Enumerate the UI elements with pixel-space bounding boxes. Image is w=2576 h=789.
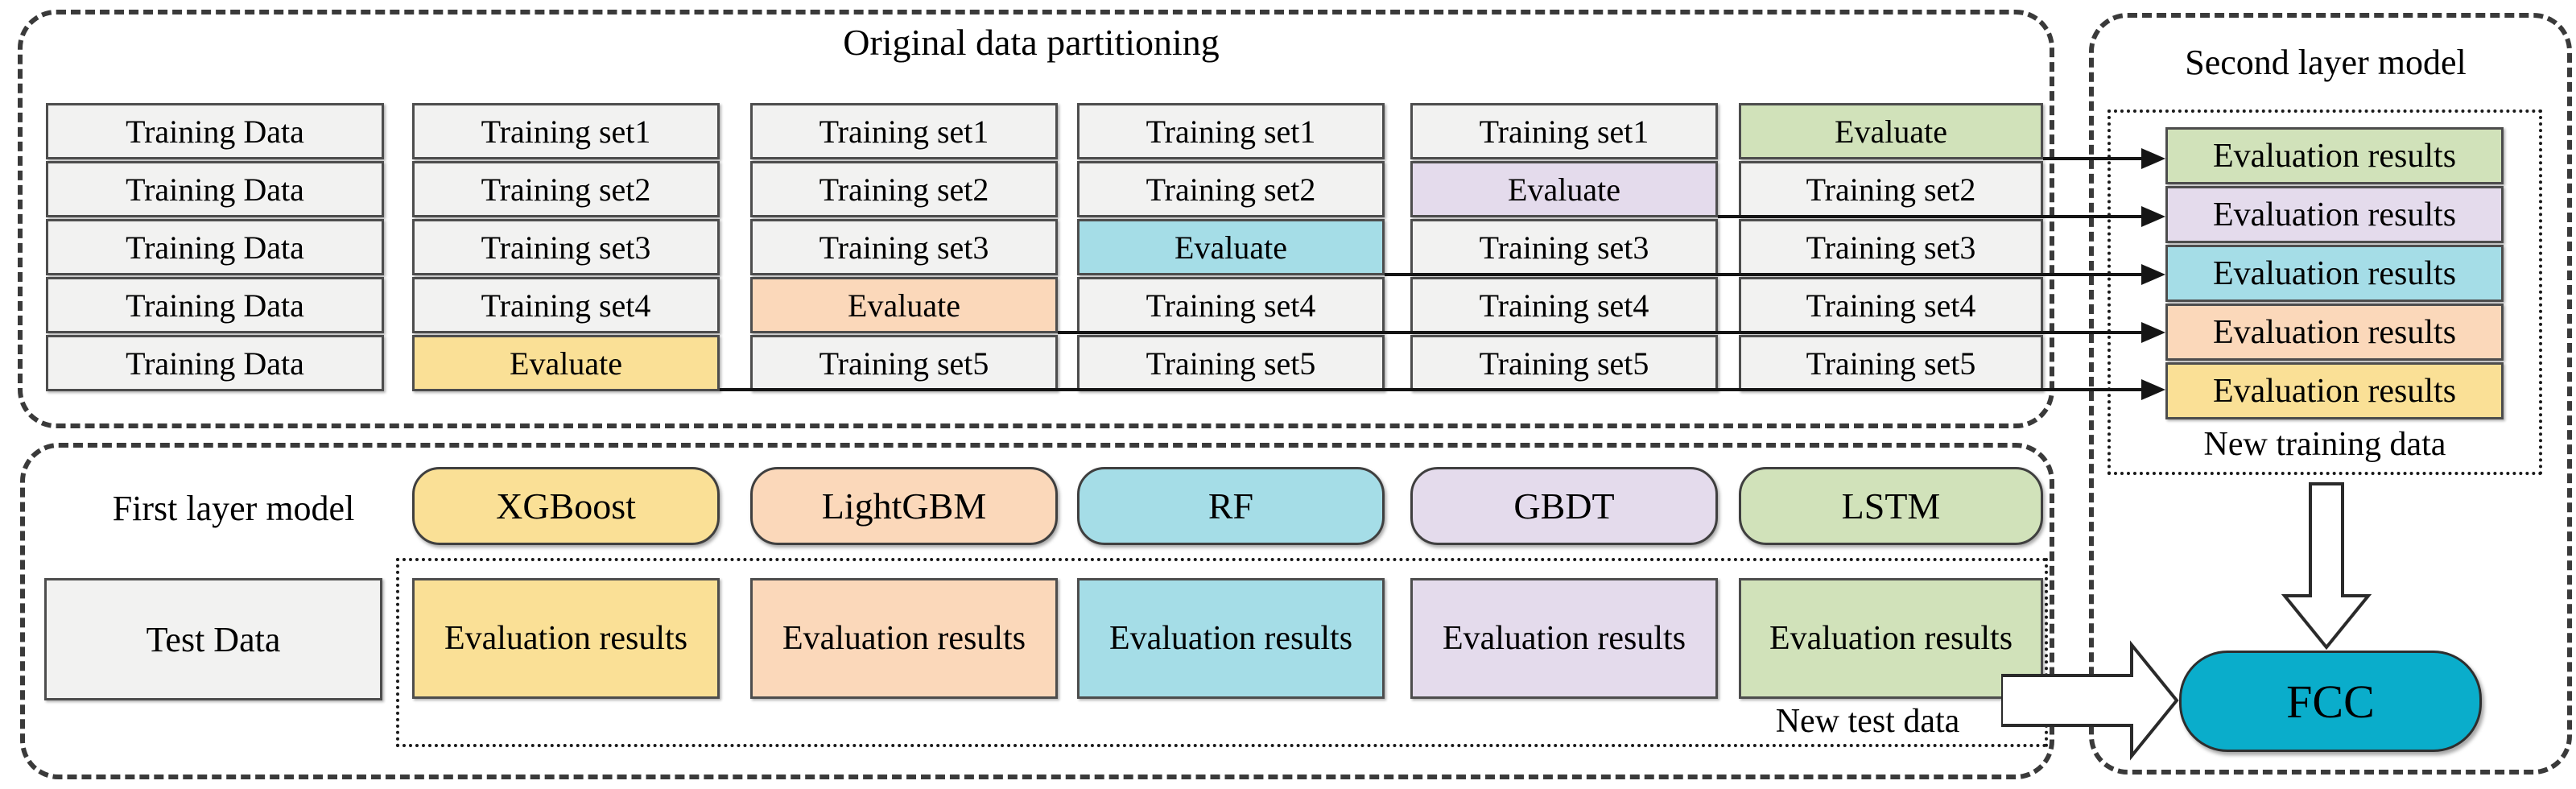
training-cell: Training set5 [1077, 335, 1385, 391]
evaluation-result-row: Evaluation results [2165, 186, 2504, 243]
evaluation-result-box: Evaluation results [1410, 578, 1718, 699]
flow-arrow-line [1385, 273, 2143, 276]
flow-arrowhead-icon [2141, 148, 2165, 169]
evaluate-cell: Evaluate [1739, 103, 2043, 159]
second-layer-model-panel [2089, 13, 2572, 775]
evaluation-result-box: Evaluation results [1077, 578, 1385, 699]
evaluate-cell: Evaluate [1077, 219, 1385, 275]
evaluation-result-row: Evaluation results [2165, 362, 2504, 419]
model-pill-xgboost: XGBoost [412, 467, 720, 545]
evaluation-result-box: Evaluation results [750, 578, 1058, 699]
evaluation-result-row: Evaluation results [2165, 127, 2504, 184]
first-layer-model-label: First layer model [112, 489, 355, 528]
training-cell: Training Data [46, 219, 384, 275]
training-cell: Training set2 [412, 161, 720, 217]
training-cell: Training set5 [1410, 335, 1718, 391]
training-cell: Training Data [46, 335, 384, 391]
evaluate-cell: Evaluate [1410, 161, 1718, 217]
training-cell: Training set1 [412, 103, 720, 159]
first-layer-model-panel [20, 443, 2054, 779]
original-data-partitioning-panel [18, 10, 2054, 428]
training-cell: Training set3 [750, 219, 1058, 275]
model-pill-lstm: LSTM [1739, 467, 2043, 545]
training-cell: Training Data [46, 277, 384, 333]
training-cell: Training set1 [1077, 103, 1385, 159]
training-cell: Training set1 [1410, 103, 1718, 159]
flow-arrow-line [2043, 157, 2143, 160]
model-pill-gbdt: GBDT [1410, 467, 1718, 545]
training-cell: Training set4 [1077, 277, 1385, 333]
training-cell: Training set5 [750, 335, 1058, 391]
new-test-data-box [396, 558, 2048, 747]
flow-arrowhead-icon [2141, 322, 2165, 343]
new-training-data-label: New training data [2203, 426, 2446, 463]
evaluate-cell: Evaluate [750, 277, 1058, 333]
second-layer-model-title: Second layer model [2185, 43, 2467, 82]
flow-arrow-line [1058, 331, 2143, 334]
training-cell: Training set4 [1410, 277, 1718, 333]
flow-arrow-line [1718, 215, 2143, 218]
evaluate-cell: Evaluate [412, 335, 720, 391]
evaluation-result-row: Evaluation results [2165, 304, 2504, 361]
big-right-arrow-icon [2001, 640, 2179, 761]
flow-arrowhead-icon [2141, 264, 2165, 285]
flow-arrowhead-icon [2141, 206, 2165, 227]
training-cell: Training set3 [412, 219, 720, 275]
model-pill-rf: RF [1077, 467, 1385, 545]
evaluation-result-box: Evaluation results [412, 578, 720, 699]
training-cell: Training set4 [412, 277, 720, 333]
training-cell: Training Data [46, 161, 384, 217]
training-cell: Training Data [46, 103, 384, 159]
new-test-data-label: New test data [1775, 703, 1960, 740]
training-cell: Training set3 [1739, 219, 2043, 275]
model-pill-lightgbm: LightGBM [750, 467, 1058, 545]
training-cell: Training set2 [1077, 161, 1385, 217]
test-data-box: Test Data [44, 578, 382, 700]
new-training-data-box [2107, 109, 2542, 475]
training-cell: Training set2 [1739, 161, 2043, 217]
original-data-partitioning-title: Original data partitioning [843, 22, 1220, 63]
evaluation-result-row: Evaluation results [2165, 245, 2504, 302]
fcc-node: FCC [2179, 651, 2482, 752]
flow-arrowhead-icon [2141, 379, 2165, 400]
training-cell: Training set2 [750, 161, 1058, 217]
training-cell: Training set5 [1739, 335, 2043, 391]
evaluation-result-box: Evaluation results [1739, 578, 2043, 699]
training-cell: Training set4 [1739, 277, 2043, 333]
training-cell: Training set3 [1410, 219, 1718, 275]
big-down-arrow-icon [2281, 482, 2372, 651]
training-cell: Training set1 [750, 103, 1058, 159]
flow-arrow-line [720, 388, 2143, 391]
